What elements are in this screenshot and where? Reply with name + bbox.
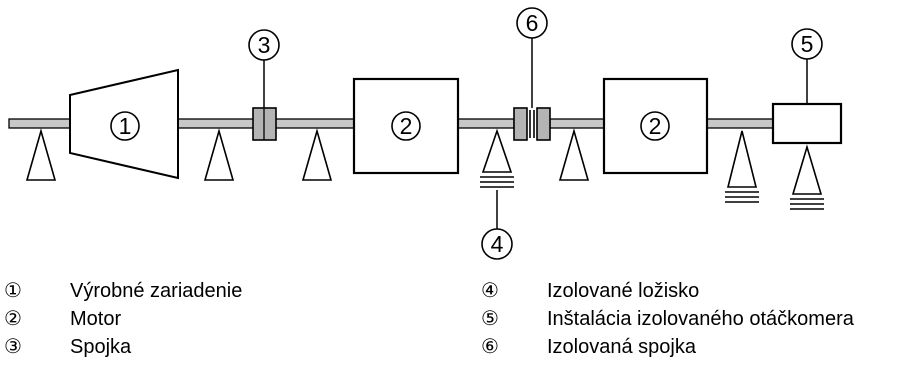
bearing-2 (203, 128, 235, 181)
svg-text:3: 3 (258, 32, 271, 58)
svg-text:6: 6 (526, 10, 539, 36)
callout-5: 5 (791, 28, 823, 60)
callout-1: 1 (110, 111, 140, 141)
legend-text: Izolovaná spojka (547, 336, 696, 358)
svg-text:4: 4 (491, 231, 504, 257)
legend-symbol: ⑤ (481, 308, 499, 330)
callout-2-motor-1: 2 (391, 111, 421, 141)
insulated-bearing (480, 128, 514, 188)
callout-4: 4 (481, 228, 513, 260)
legend-symbol: ⑥ (481, 336, 499, 358)
legend-symbol: ① (4, 280, 22, 302)
callout-3: 3 (248, 29, 280, 61)
shaft-motor2-left (549, 118, 605, 129)
shaft-motor1-right (457, 118, 515, 129)
bearing-3 (301, 128, 333, 181)
svg-text:5: 5 (801, 31, 814, 57)
svg-text:2: 2 (649, 113, 662, 139)
callout-2-motor-2: 2 (640, 111, 670, 141)
insulated-coupling (513, 107, 551, 141)
svg-text:1: 1 (119, 113, 132, 139)
shaft-left (8, 118, 71, 129)
legend-symbol: ② (4, 308, 22, 330)
tachometer (771, 102, 843, 145)
legend-text: Inštalácia izolovaného otáčkomera (547, 308, 854, 330)
callout-6: 6 (516, 7, 548, 39)
drive-train-diagram: 1 2 2 3 6 5 4 (8, 7, 843, 260)
legend-text: Motor (70, 308, 122, 330)
legend-symbol: ④ (481, 280, 499, 302)
shaft-motor2-right (706, 118, 774, 129)
legend-text: Izolované ložisko (547, 280, 700, 302)
legend-text: Spojka (70, 336, 132, 358)
svg-text:2: 2 (400, 113, 413, 139)
legend-symbol: ③ (4, 336, 22, 358)
legend-text: Výrobné zariadenie (70, 280, 243, 302)
bearing-5 (725, 130, 759, 203)
bearing-tachometer (790, 144, 824, 210)
bearing-1 (25, 128, 57, 181)
bearing-4 (558, 128, 590, 181)
